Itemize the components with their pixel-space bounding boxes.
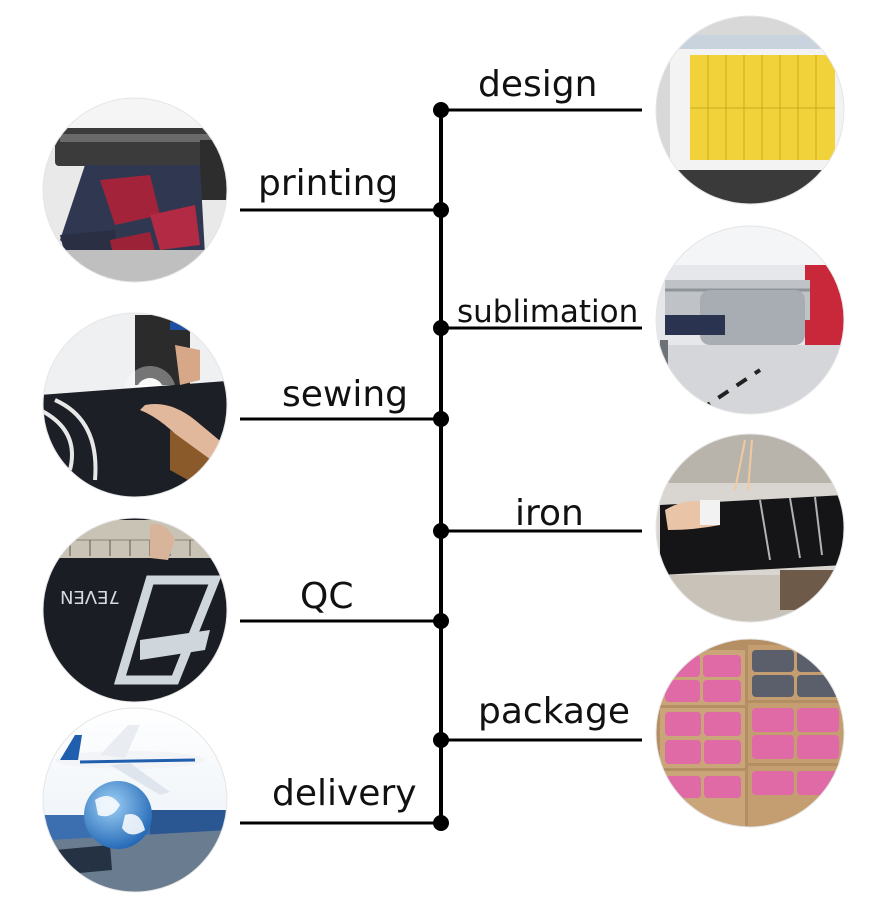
connector-iron: [433, 523, 642, 539]
sewing-machine-photo: [43, 313, 227, 497]
label-printing: printing: [258, 163, 398, 204]
qc-logo-text: 7EVEN: [60, 586, 120, 607]
connector-delivery: [240, 815, 449, 831]
connector-sewing: [240, 411, 449, 427]
label-sewing: sewing: [282, 374, 408, 415]
label-package: package: [478, 691, 630, 732]
connector-printing: [240, 202, 449, 218]
connector-design: [433, 102, 642, 118]
connector-qc: [240, 613, 449, 629]
airplane-globe-photo: [43, 708, 227, 892]
label-sublimation: sublimation: [457, 294, 638, 330]
connector-sublimation: [433, 320, 642, 336]
label-delivery: delivery: [272, 773, 417, 814]
printing-machine-photo: [43, 98, 227, 282]
label-design: design: [478, 64, 597, 105]
design-screen-photo: [656, 16, 844, 204]
quality-check-photo: 7EVEN: [43, 518, 227, 702]
label-iron: iron: [515, 493, 584, 534]
connector-package: [433, 732, 642, 748]
label-qc: QC: [300, 576, 353, 617]
